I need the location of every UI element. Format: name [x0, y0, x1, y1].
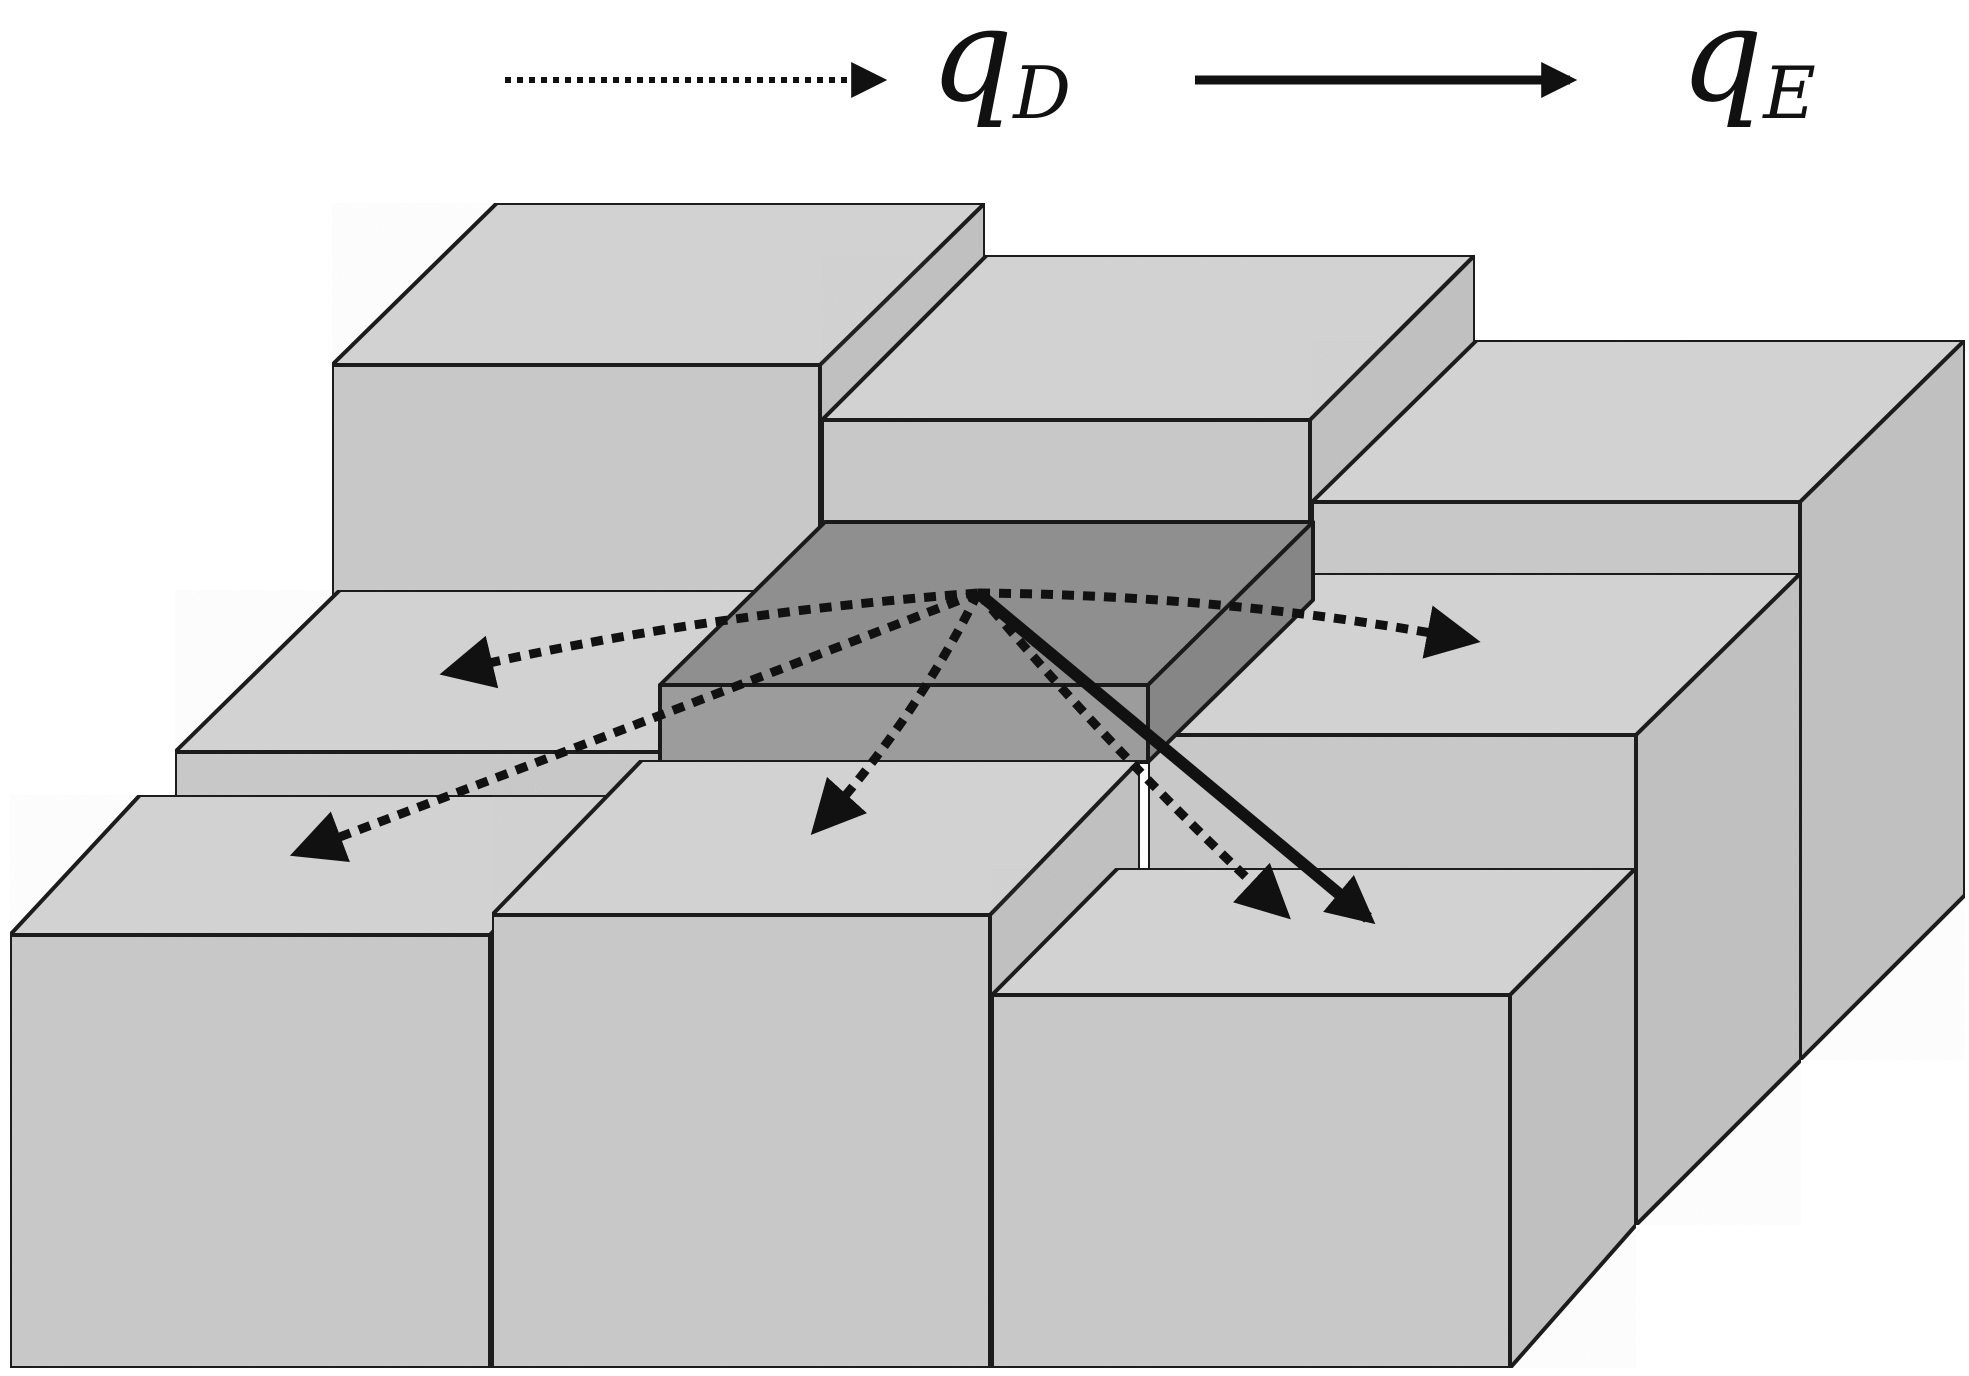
dotted-arrow-front-right	[974, 590, 1291, 920]
dotted-arrow-far-left	[289, 588, 980, 863]
block-front-right	[990, 866, 1638, 1370]
block-back-left	[330, 201, 987, 597]
solid-arrow-front-right	[974, 588, 1376, 925]
flow-arrows	[289, 588, 1481, 925]
legend-solid-label: qE	[1680, 0, 1816, 135]
dotted-arrow-left	[439, 588, 979, 689]
dotted-arrow-right	[977, 588, 1481, 659]
legend: qD qE	[505, 0, 1816, 135]
legend-dotted-label: qD	[930, 0, 1071, 135]
